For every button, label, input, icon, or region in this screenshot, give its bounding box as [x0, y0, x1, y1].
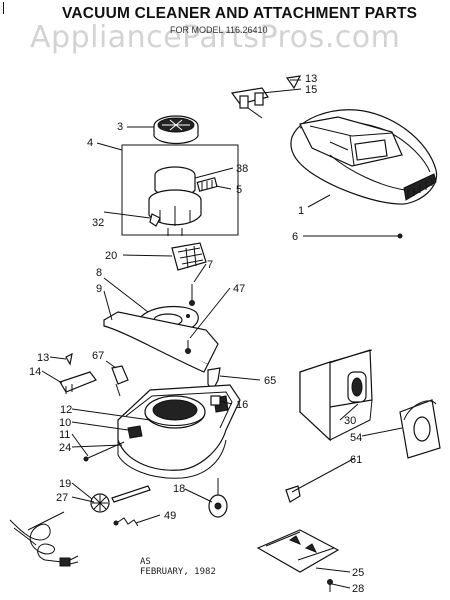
callout-15: 15: [305, 84, 317, 96]
callout-7: 7: [207, 259, 213, 271]
callout-30: 30: [344, 415, 356, 427]
leader-lines: [27, 79, 403, 589]
base-housing-12: [117, 384, 241, 479]
motor-assembly-box: [121, 144, 239, 236]
wheel-19: [90, 493, 110, 513]
terminal-32: [149, 213, 161, 227]
bumper-9: [103, 311, 219, 373]
screw-28: [327, 579, 333, 592]
fan-cover-part: [153, 115, 199, 145]
callout-11: 11: [59, 429, 70, 441]
watermark: AppliancePartsPros.com: [30, 20, 401, 55]
bottom-plate-25: [256, 529, 340, 573]
callout-10: 10: [59, 417, 71, 429]
wheel-18: [208, 478, 228, 518]
callout-12: 12: [60, 404, 72, 416]
callout-18: 18: [173, 483, 185, 495]
callout-20: 20: [105, 250, 117, 262]
callout-27: 27: [56, 492, 68, 504]
callout-3: 3: [117, 121, 123, 133]
callout-5: 5: [236, 184, 242, 196]
callout-1: 1: [298, 205, 304, 217]
brush-holder-5: [196, 177, 218, 192]
filter-bag-54: [399, 399, 441, 459]
callout-6: 6: [292, 231, 298, 243]
callout-49: 49: [164, 510, 176, 522]
screw-7: [189, 284, 195, 306]
power-cord-27: [9, 519, 79, 567]
callout-9: 9: [96, 283, 102, 295]
diagram-title: VACUUM CLEANER AND ATTACHMENT PARTS: [62, 5, 418, 22]
callout-16: 16: [236, 399, 248, 411]
revision-line-1: AS: [140, 557, 151, 567]
callout-67: 67: [92, 350, 104, 362]
lever-67: [111, 365, 129, 397]
callout-38: 38: [236, 163, 248, 175]
callout-24: 24: [59, 442, 71, 454]
spring-49: [113, 517, 139, 527]
clip-16: [210, 395, 221, 406]
callout-13-left: 13: [37, 352, 49, 364]
callout-25: 25: [352, 567, 364, 579]
revision-date: AS FEBRUARY, 1982: [140, 557, 216, 577]
callout-61: 61: [350, 454, 362, 466]
callout-14: 14: [29, 366, 41, 378]
hood-cover-part: [290, 109, 438, 205]
revision-line-2: FEBRUARY, 1982: [140, 567, 216, 577]
screw-13-top: [285, 75, 302, 90]
impeller-20: [171, 242, 207, 271]
motor-part: [148, 166, 202, 236]
diagram-subtitle: FOR MODEL 116.26410: [170, 25, 268, 35]
callout-numbers: 13 15 3 4 38 5 32 1 6 20 7 8 47 9 13 14 …: [29, 73, 364, 595]
callout-19: 19: [59, 478, 71, 490]
screw-13-left: [65, 352, 73, 366]
corner-mark: [3, 2, 4, 14]
callout-54: 54: [350, 432, 362, 444]
callout-13-top: 13: [305, 73, 317, 85]
latch-14: [59, 371, 97, 394]
callout-8: 8: [96, 267, 102, 279]
screw-47: [185, 340, 191, 354]
axle-24: [111, 485, 151, 503]
callout-4: 4: [87, 137, 93, 149]
callout-32: 32: [92, 217, 104, 229]
bag-housing-30: [299, 349, 373, 442]
callout-47: 47: [233, 283, 245, 295]
clip-15: [230, 87, 269, 119]
callout-65: 65: [264, 375, 276, 387]
callout-28: 28: [352, 583, 364, 595]
